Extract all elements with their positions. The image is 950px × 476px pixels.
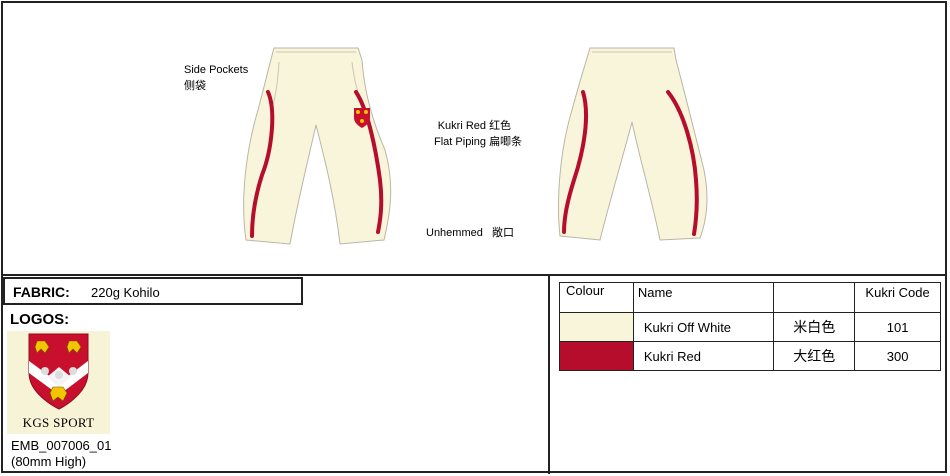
colour-swatch-cell [559,312,634,342]
header-kukri-code: Kukri Code [854,282,941,313]
logo-text: KGS SPORT [22,415,95,430]
colour-swatch-off-white [560,313,633,341]
garment-drawings [243,47,708,245]
table-row: Kukri Red 大红色 300 [559,341,941,371]
fabric-title: FABRIC: [13,284,70,300]
fabric-value: 220g Kohilo [91,285,160,300]
colour-code: 101 [854,312,941,342]
colour-name: Kukri Red [632,341,775,371]
fabric-box: FABRIC: 220g Kohilo [3,277,303,305]
colour-name-cn: 大红色 [773,341,856,371]
colour-table: Colour Name Kukri Code Kukri Off White 米… [559,282,941,371]
colour-name-cn: 米白色 [773,312,856,342]
table-row: Kukri Off White 米白色 101 [559,312,941,342]
logo-kgs-sport: KGS SPORT [7,331,110,434]
piping-label: Kukri Red 红色 Flat Piping 扁唧条 [434,119,523,148]
header-blank [773,282,856,313]
logos-title: LOGOS: [10,311,70,328]
colour-table-header: Colour Name Kukri Code [559,282,941,313]
pants-back-view [558,47,708,241]
header-name: Name [632,282,775,313]
colour-swatch-red [560,342,633,370]
colour-swatch-cell [559,341,634,371]
logo-code: EMB_007006_01 (80mm High) [11,438,112,469]
side-pockets-label: Side Pockets 侧袋 [184,64,249,92]
section-divider-horizontal [1,274,947,276]
colour-name: Kukri Off White [632,312,775,342]
colour-code: 300 [854,341,941,371]
crest-mini-icon [354,108,370,128]
section-divider-vertical [548,275,550,474]
pants-front-view [243,47,392,245]
hem-label: Unhemmed 敞口 [426,226,515,239]
crest-shield-icon [28,333,89,410]
header-colour: Colour [559,282,634,313]
